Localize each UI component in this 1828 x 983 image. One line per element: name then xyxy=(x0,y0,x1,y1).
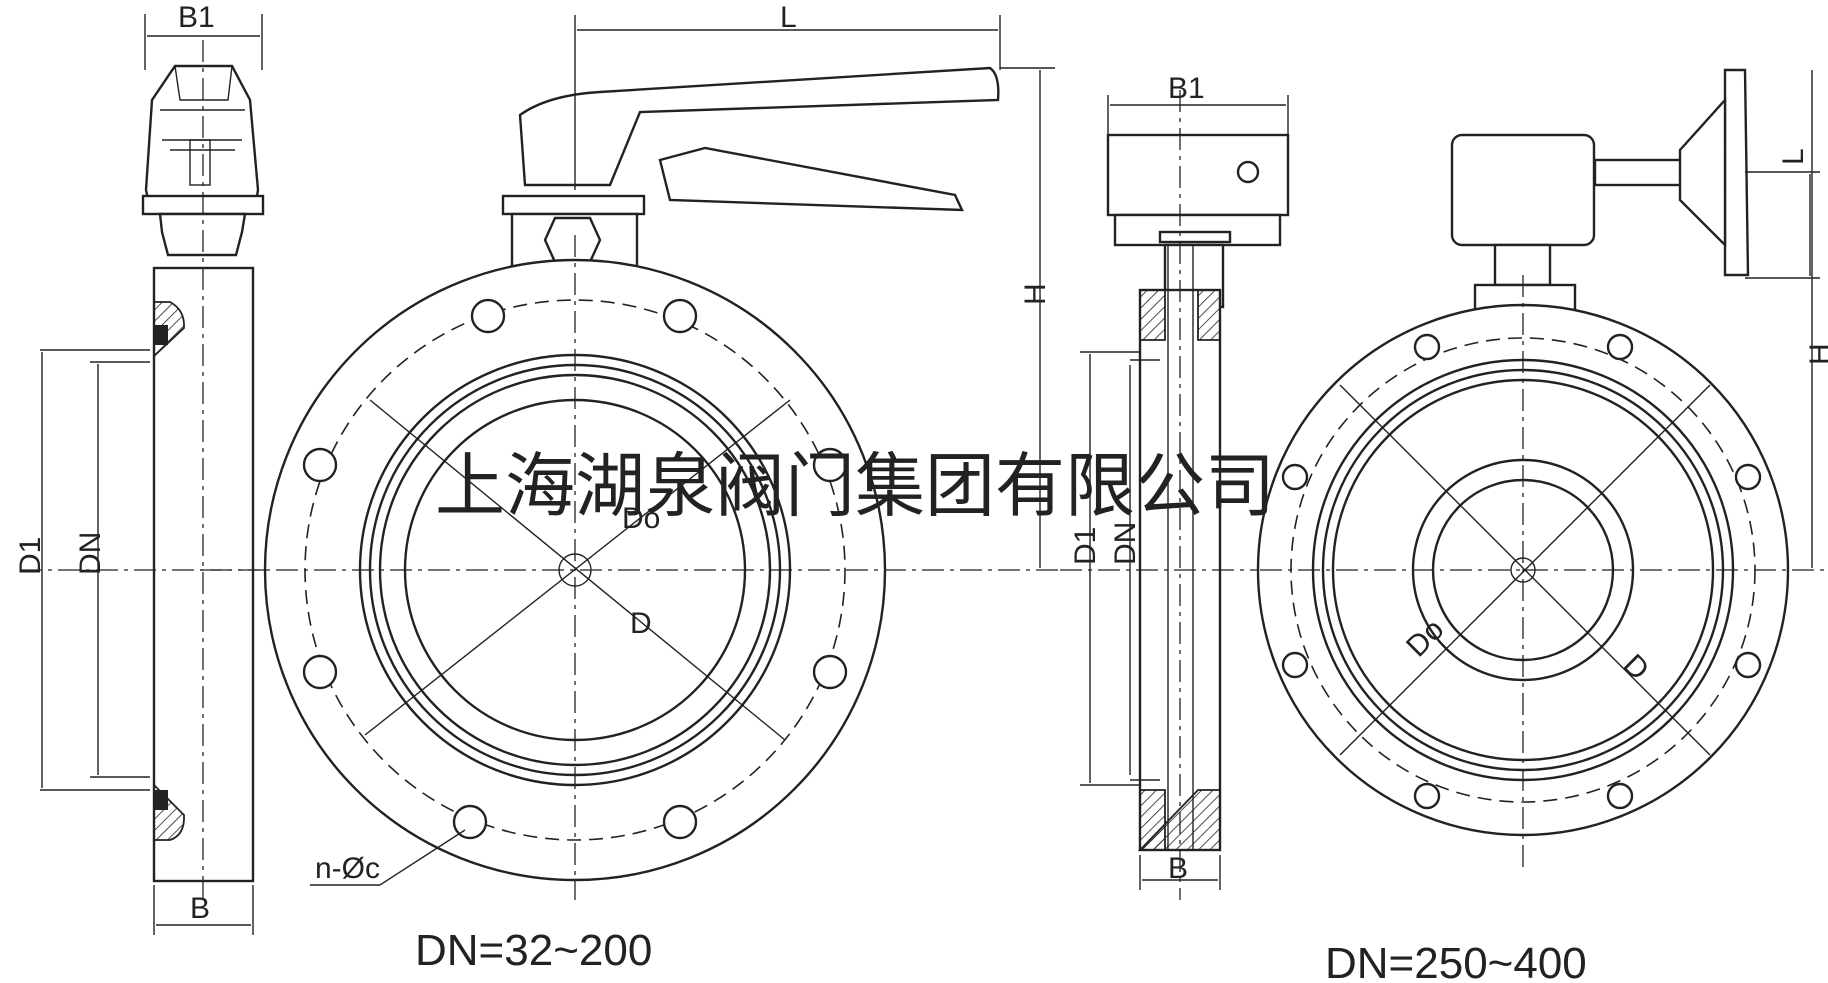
label-b-right: B xyxy=(1168,852,1188,885)
label-b-left: B xyxy=(190,892,210,925)
label-h-left: H xyxy=(1019,283,1052,305)
label-b1-right: B1 xyxy=(1168,72,1205,105)
handle-head-side xyxy=(144,64,260,210)
label-holes: n-Øc xyxy=(315,852,380,885)
side-view-large xyxy=(1060,90,1290,900)
front-view-large xyxy=(1256,68,1828,870)
gearbox-front xyxy=(1450,133,1596,247)
label-l-right: L xyxy=(1777,148,1810,165)
caption-right: DN=250~400 xyxy=(1325,939,1587,983)
label-d-left: D xyxy=(630,607,652,640)
label-dn-left: DN xyxy=(74,532,107,575)
company-watermark: 上海湖泉阀门集团有限公司 xyxy=(435,445,1275,527)
side-view-small xyxy=(20,14,270,935)
label-l-left: L xyxy=(780,1,797,34)
label-dn-right: DN xyxy=(1109,522,1142,565)
lever-handle[interactable] xyxy=(518,66,1000,187)
label-d1-left: D1 xyxy=(14,537,47,575)
label-b1-left: B1 xyxy=(178,1,215,34)
handwheel[interactable] xyxy=(1723,68,1750,277)
front-view-small xyxy=(200,15,1060,900)
gearbox-side xyxy=(1106,133,1290,217)
label-h-right: H xyxy=(1804,343,1828,365)
label-d1-right: D1 xyxy=(1069,527,1102,565)
label-d0-left: Do xyxy=(622,502,660,535)
caption-left: DN=32~200 xyxy=(415,926,652,975)
